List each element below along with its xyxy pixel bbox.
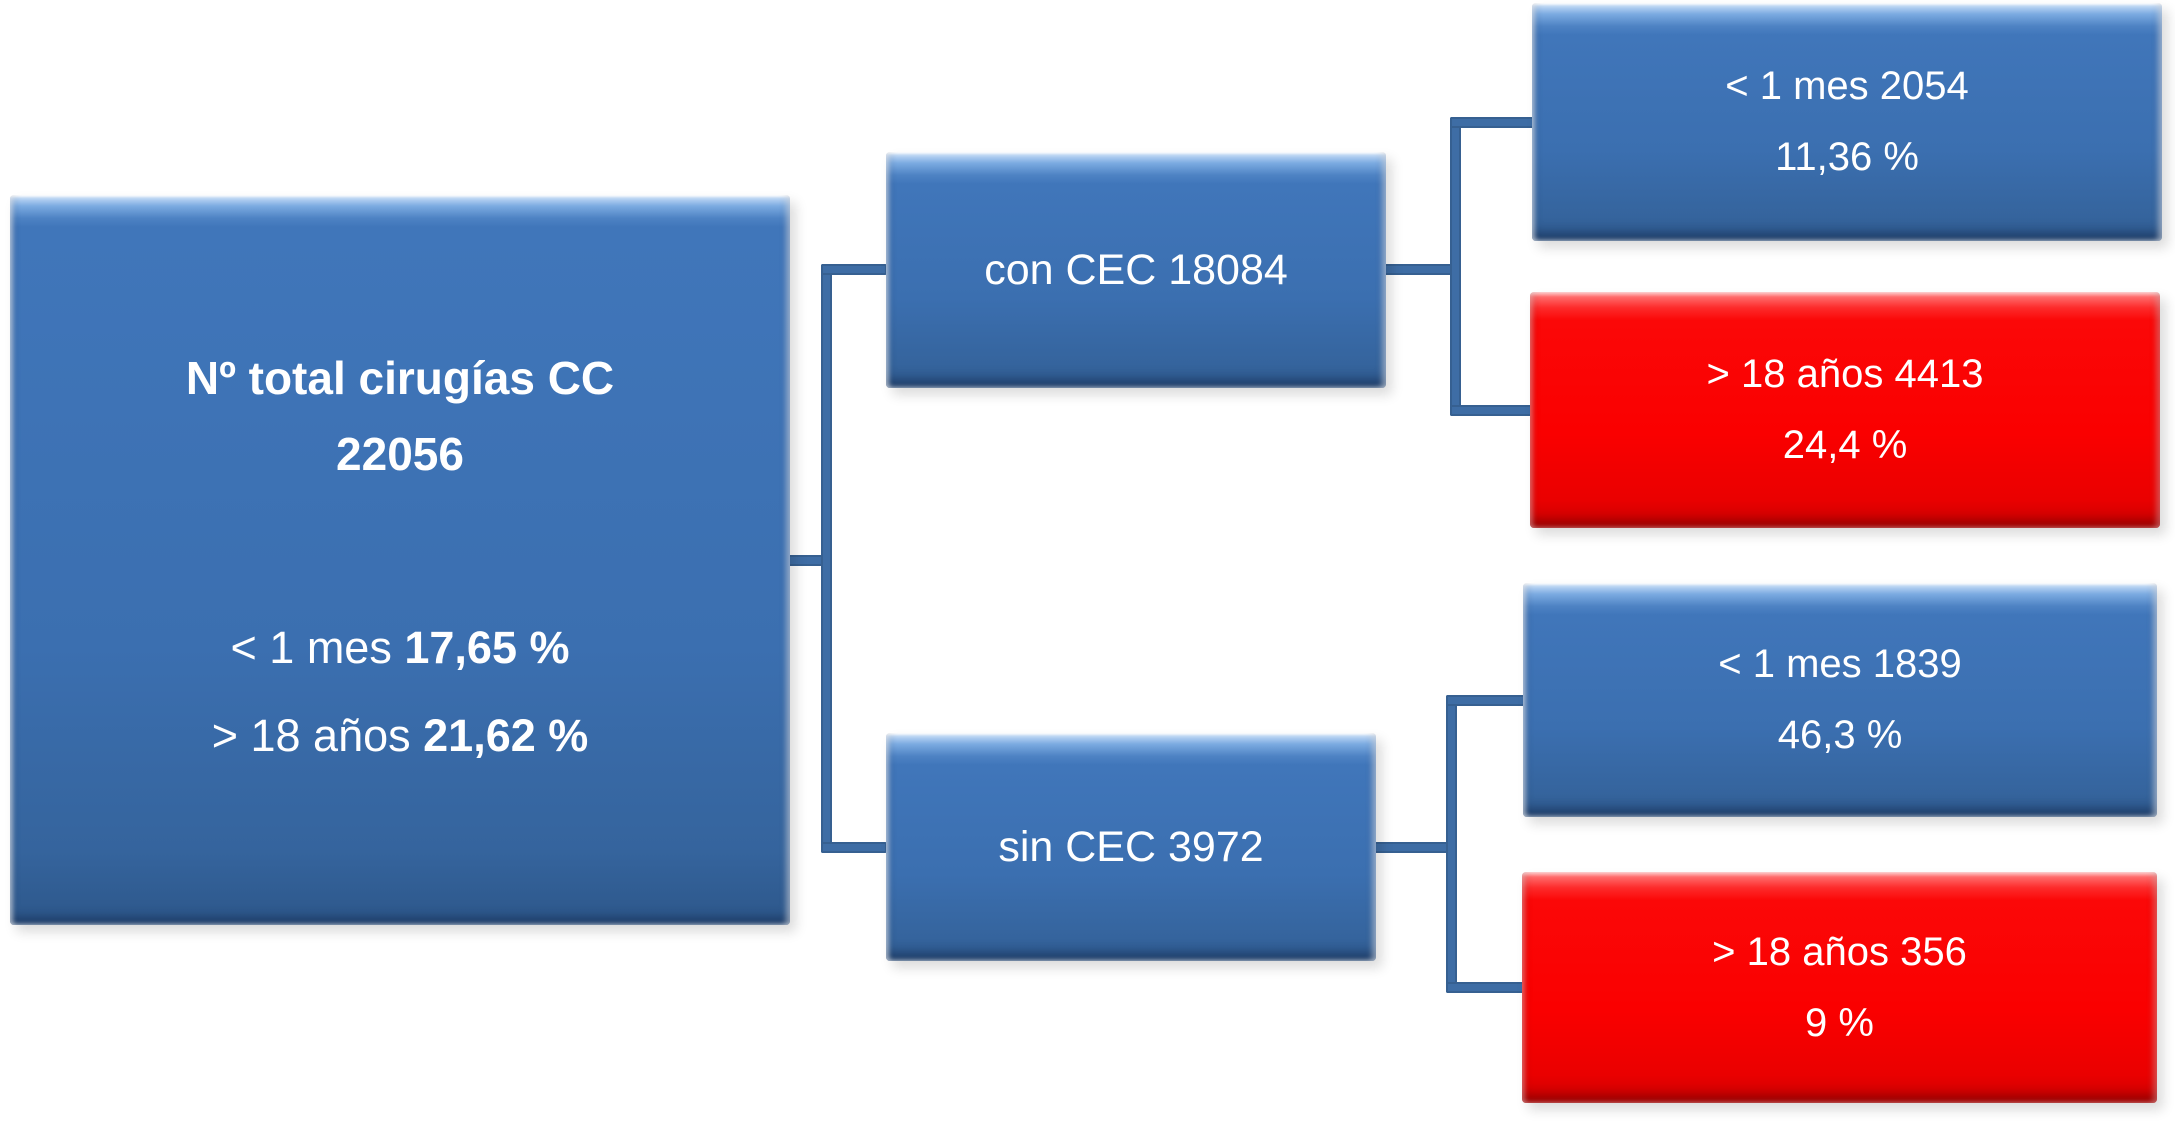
connector-root-trunk [821,264,832,853]
stat-month-value: 17,65 % [404,622,570,673]
node-total-count: 22056 [336,428,464,480]
leaf-line1: < 1 mes 1839 [1718,642,1962,686]
stat-adult-value: 21,62 % [423,710,589,761]
node-con-cec-under-1-month: < 1 mes 2054 11,36 % [1532,3,2162,241]
node-sin-cec-label: sin CEC 3972 [998,822,1264,871]
connector-concec-trunk [1450,117,1461,416]
leaf-line2: 11,36 % [1775,135,1919,179]
node-total-title: Nº total cirugías CC [185,352,615,404]
node-con-cec: con CEC 18084 [886,152,1386,388]
node-total-stats: < 1 mes 17,65 % > 18 años 21,62 % [212,604,589,780]
leaf-line1: > 18 años 4413 [1706,352,1984,396]
leaf-line1: > 18 años 356 [1712,929,1967,974]
connector-concec-to-month [1450,117,1534,128]
leaf-line1: < 1 mes 2054 [1725,64,1969,108]
connector-concec-to-adult [1450,405,1532,416]
connector-sincec-stub [1374,842,1457,853]
connector-sincec-trunk [1446,695,1457,993]
node-con-cec-label: con CEC 18084 [984,245,1288,294]
stat-adult-label: > 18 años [211,710,411,761]
stat-month-label: < 1 mes [230,622,392,673]
connector-root-to-sincec [821,842,887,853]
node-sin-cec-over-18-years: > 18 años 356 9 % [1522,872,2157,1103]
node-total-stat-month: < 1 mes 17,65 % [212,604,589,692]
connector-root-stub [788,555,832,566]
node-total-heading: Nº total cirugías CC 22056 [186,340,614,492]
node-total-surgeries: Nº total cirugías CC 22056 < 1 mes 17,65… [10,195,790,925]
node-sin-cec: sin CEC 3972 [886,733,1376,961]
node-con-cec-over-18-years: > 18 años 4413 24,4 % [1530,292,2160,528]
leaf-line2: 46,3 % [1777,713,1903,757]
connector-sincec-to-adult [1446,982,1524,993]
connector-sincec-to-month [1446,695,1525,706]
node-sin-cec-under-1-month: < 1 mes 1839 46,3 % [1523,583,2157,817]
connector-concec-stub [1384,264,1461,275]
leaf-line2: 9 % [1805,1000,1874,1045]
node-total-stat-adult: > 18 años 21,62 % [212,692,589,780]
leaf-line2: 24,4 % [1782,423,1908,467]
connector-root-to-concec [821,264,887,275]
